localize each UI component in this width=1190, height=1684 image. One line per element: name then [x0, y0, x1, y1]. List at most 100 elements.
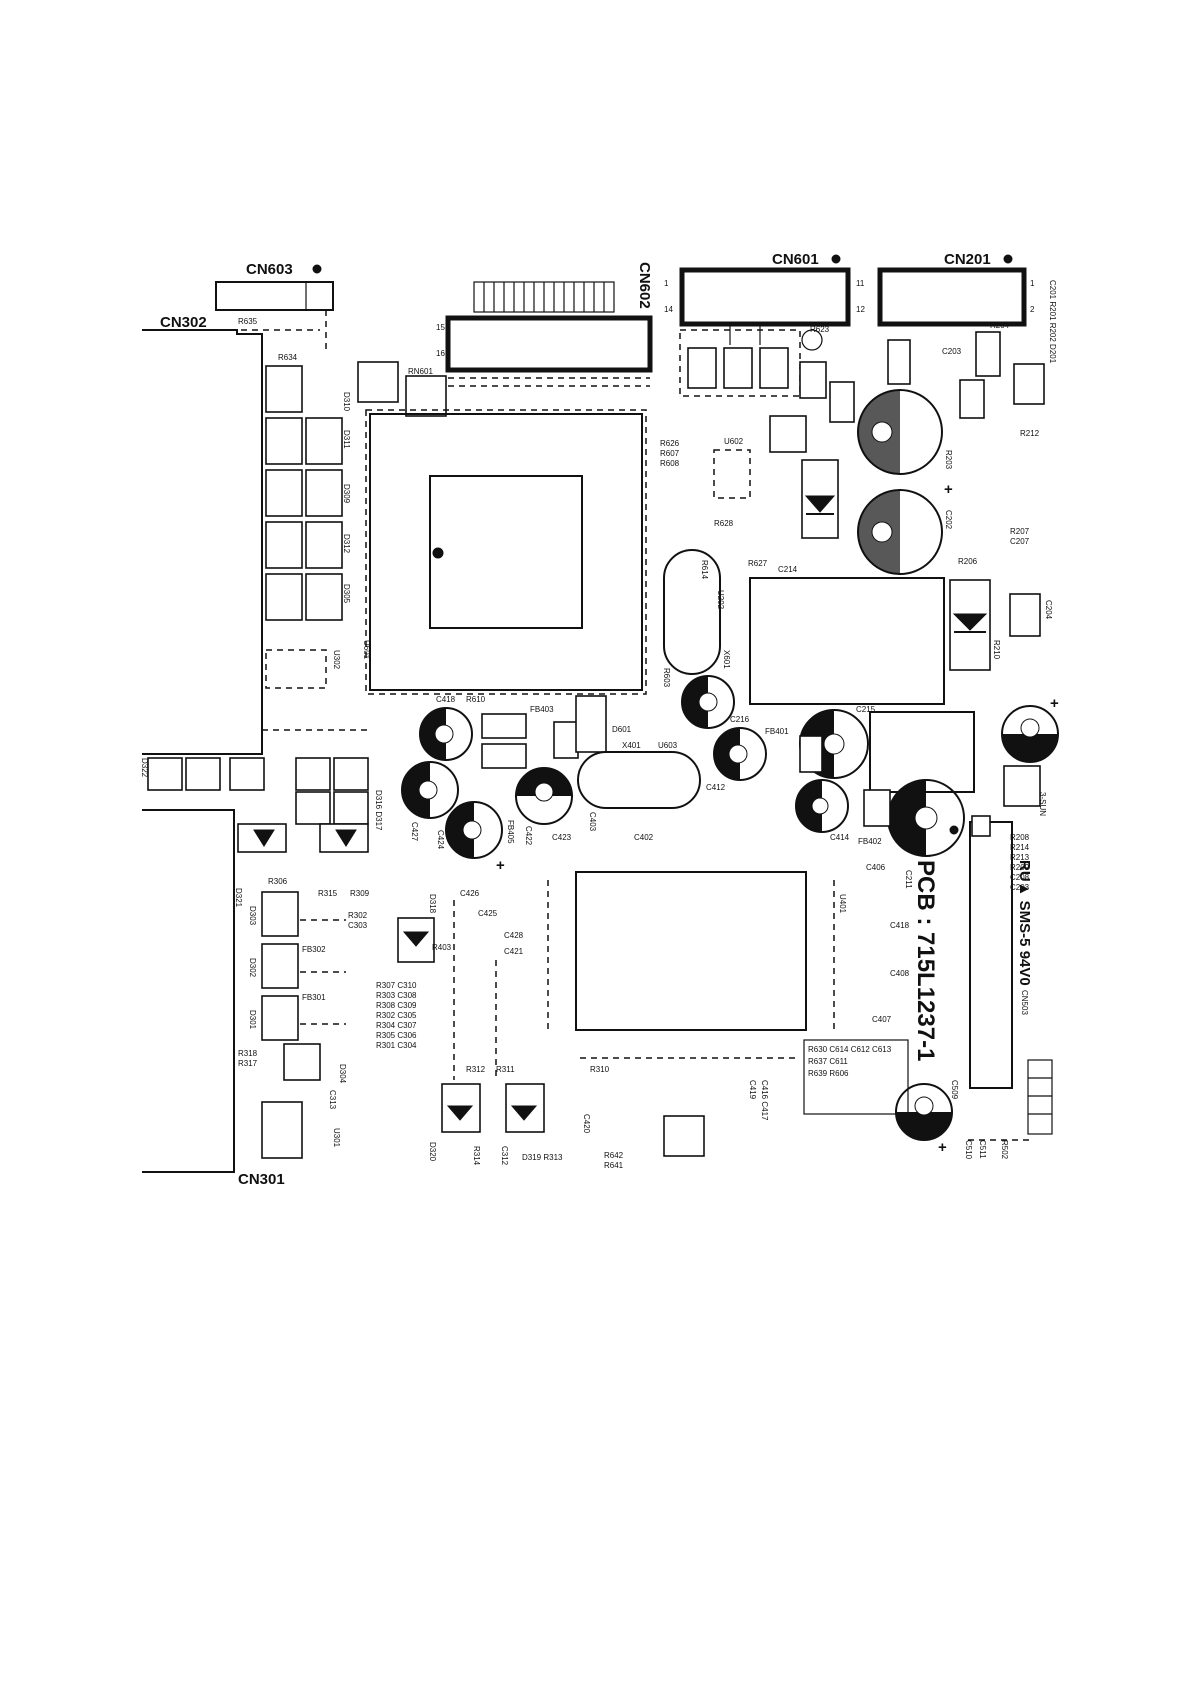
svg-text:R637 C611: R637 C611: [808, 1057, 848, 1066]
misc-traces: [262, 729, 1034, 1141]
connector-cn302: CN302 R635: [160, 314, 320, 331]
svg-text:R630 C614 C612 C613: R630 C614 C612 C613: [808, 1045, 892, 1054]
svg-text:R309: R309: [350, 889, 370, 898]
left-diode-group: D322 D316 D317 R306 R315 R309 D321: [140, 757, 383, 908]
middle-left-caps: C418 R610 FB403 C427 C424 + C426 FB405 C…: [401, 695, 701, 898]
mid-caps: C216 C412 C215 FB401 C414 FB402 C406 C21…: [681, 675, 1059, 889]
connector-cn601: CN601 1 14 11 12: [664, 251, 865, 345]
svg-text:C215: C215: [856, 705, 876, 714]
cn201-label: CN201: [944, 251, 991, 268]
u601-label: U601: [362, 640, 371, 660]
svg-text:R206: R206: [958, 557, 978, 566]
svg-text:R307 C310: R307 C310: [376, 981, 417, 990]
chip-u401: U401 C425 C428 C421 C418 C408 C407: [478, 871, 910, 1059]
svg-text:RN601: RN601: [408, 367, 433, 376]
svg-text:C406: C406: [866, 863, 886, 872]
svg-text:R314: R314: [472, 1146, 481, 1166]
u302-label: U302: [332, 650, 341, 670]
svg-text:R305 C306: R305 C306: [376, 1031, 417, 1040]
svg-text:C423: C423: [552, 833, 572, 842]
svg-text:C408: C408: [890, 969, 910, 978]
svg-text:D322: D322: [140, 758, 149, 778]
cn301-label: CN301: [238, 1171, 285, 1188]
svg-text:R302 C305: R302 C305: [376, 1011, 417, 1020]
sun-label: 3-SUN: [1038, 792, 1047, 816]
svg-text:C202: C202: [944, 510, 953, 530]
svg-text:C425: C425: [478, 909, 498, 918]
svg-text:C201 R201 R202 D201: C201 R201 R202 D201: [1048, 280, 1057, 364]
svg-text:C418: C418: [890, 921, 910, 930]
svg-text:C402: C402: [634, 833, 654, 842]
svg-text:D303: D303: [248, 906, 257, 926]
upper-right-parts: C203 R204 C201 R201 R202 D201 R212 R207 …: [942, 280, 1057, 671]
svg-text:R214: R214: [1010, 843, 1030, 852]
svg-text:R628: R628: [714, 519, 734, 528]
svg-text:R311: R311: [496, 1065, 515, 1074]
connector-cn201: CN201 1 2: [877, 251, 1035, 327]
svg-text:R318: R318: [238, 1049, 258, 1058]
svg-text:C420: C420: [582, 1114, 591, 1134]
connector-cn603: CN603: [215, 261, 334, 350]
left-pad-column: R634 D310 D311 D309 D312 D305 U302 RN601: [265, 353, 447, 689]
svg-text:D309: D309: [342, 484, 351, 504]
svg-text:C414: C414: [830, 833, 850, 842]
u602-label: U602: [724, 437, 744, 446]
svg-text:C207: C207: [1010, 537, 1030, 546]
crystal-x601: X601 R603: [662, 549, 731, 688]
u301-label: U301: [332, 1128, 341, 1148]
svg-text:16: 16: [436, 349, 445, 358]
pcb-cert: RU▲ SMS-5 94V0: [1016, 860, 1033, 986]
svg-text:R627: R627: [748, 559, 768, 568]
svg-text:14: 14: [664, 305, 673, 314]
svg-text:1: 1: [1030, 279, 1035, 288]
connector-cn301: CN301: [238, 1171, 285, 1188]
svg-text:D304: D304: [338, 1064, 347, 1084]
resistor-label-stack: R302 C303 R307 C310 R303 C308 R308 C309 …: [348, 911, 417, 1050]
svg-text:R306: R306: [268, 877, 288, 886]
svg-text:+: +: [938, 1139, 947, 1156]
svg-text:C427: C427: [410, 822, 419, 842]
cn302-label: CN302: [160, 314, 207, 331]
cn602-label: CN602: [636, 262, 653, 309]
svg-text:+: +: [496, 857, 505, 874]
svg-text:R641: R641: [604, 1161, 624, 1170]
svg-text:FB301: FB301: [302, 993, 326, 1002]
svg-text:R301 C304: R301 C304: [376, 1041, 417, 1050]
svg-text:R212: R212: [1020, 429, 1040, 438]
svg-text:C418: C418: [436, 695, 456, 704]
svg-text:C204: C204: [1044, 600, 1053, 620]
svg-text:R315: R315: [318, 889, 338, 898]
svg-text:D320: D320: [428, 1142, 437, 1162]
svg-text:C216: C216: [730, 715, 750, 724]
svg-text:D601: D601: [612, 725, 632, 734]
bottom-diodes: R312 R311 R310 D320 R314 C312 D319 R313 …: [428, 1065, 705, 1170]
u603-label: U603: [658, 741, 678, 750]
svg-text:D311: D311: [342, 430, 351, 449]
svg-text:+: +: [1050, 695, 1059, 712]
svg-text:R608: R608: [660, 459, 680, 468]
svg-text:C312: C312: [500, 1146, 509, 1166]
cap-c206: R203: [857, 389, 953, 475]
svg-text:R317: R317: [238, 1059, 258, 1068]
svg-text:FB302: FB302: [302, 945, 326, 954]
svg-text:R642: R642: [604, 1151, 624, 1160]
bottom-right-group: R630 C614 C612 C613 R637 C611 R639 R606 …: [582, 1039, 1009, 1160]
svg-text:15: 15: [436, 323, 445, 332]
cn601-label: CN601: [772, 251, 819, 268]
svg-text:12: 12: [856, 305, 865, 314]
cn603-label: CN603: [246, 261, 293, 278]
svg-text:D316 D317: D316 D317: [374, 790, 383, 831]
svg-text:R312: R312: [466, 1065, 486, 1074]
board-outline: [142, 329, 263, 1173]
svg-text:R203: R203: [944, 450, 953, 470]
svg-text:2: 2: [1030, 305, 1035, 314]
svg-text:R207: R207: [1010, 527, 1030, 536]
cn503-label: CN503: [1020, 990, 1029, 1015]
svg-text:C208: C208: [1010, 873, 1030, 882]
svg-text:R623: R623: [810, 325, 830, 334]
svg-text:R302: R302: [348, 911, 368, 920]
svg-text:R603: R603: [662, 668, 671, 688]
svg-text:1: 1: [664, 279, 669, 288]
cap-c202: C202 +: [857, 481, 953, 575]
svg-text:+: +: [944, 481, 953, 498]
